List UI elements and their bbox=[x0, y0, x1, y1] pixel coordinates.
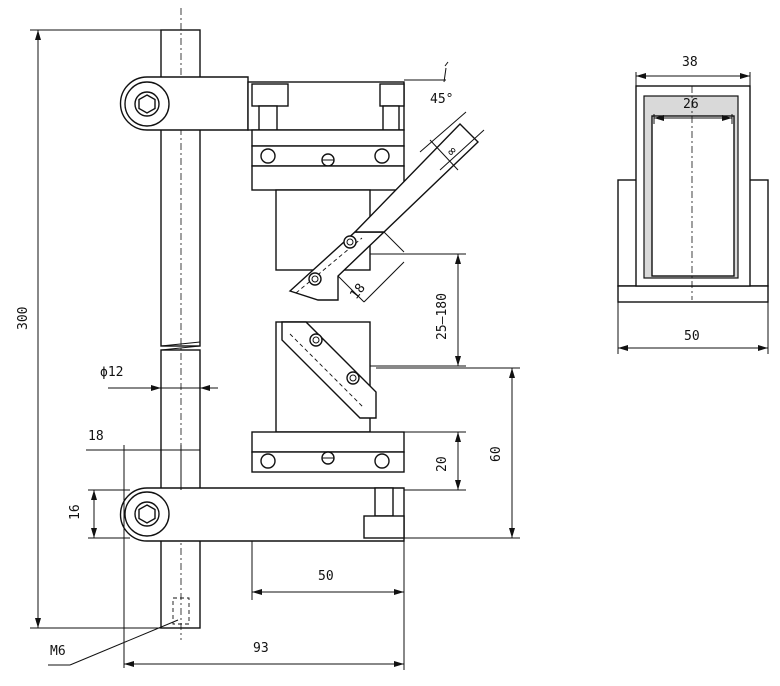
dim-phi12 bbox=[108, 385, 218, 391]
label-26: 26 bbox=[683, 97, 699, 112]
dim-300 bbox=[30, 29, 161, 629]
dim-50-side bbox=[617, 302, 769, 354]
dim-25-180 bbox=[370, 253, 466, 367]
label-20: 20 bbox=[435, 456, 450, 472]
bottom-clamp-arm bbox=[119, 487, 405, 542]
dim-50-bottom bbox=[251, 541, 404, 600]
dim-45-angle bbox=[404, 61, 449, 83]
dim-16 bbox=[88, 489, 130, 539]
top-clamp-arm bbox=[119, 76, 249, 131]
label-45-degree: 45° bbox=[430, 92, 453, 107]
label-38: 38 bbox=[682, 55, 698, 70]
lower-jaw-block bbox=[275, 321, 377, 433]
label-60: 60 bbox=[489, 446, 504, 462]
label-16: 16 bbox=[68, 504, 83, 520]
dim-60 bbox=[376, 367, 520, 539]
label-18-diagonal: 18 bbox=[347, 281, 368, 303]
label-300: 300 bbox=[16, 307, 31, 330]
dim-38 bbox=[635, 72, 751, 86]
bottom-fixture-block bbox=[251, 431, 405, 539]
label-50-side: 50 bbox=[684, 329, 700, 344]
dim-18-left bbox=[86, 445, 200, 668]
label-93: 93 bbox=[253, 641, 269, 656]
dim-26 bbox=[653, 114, 733, 124]
label-18-left: 18 bbox=[88, 429, 104, 444]
dim-20 bbox=[404, 431, 466, 491]
side-view bbox=[617, 85, 769, 303]
label-50-bottom: 50 bbox=[318, 569, 334, 584]
dim-93 bbox=[124, 541, 405, 670]
top-fixture-block bbox=[247, 81, 405, 271]
label-phi12: ϕ12 bbox=[100, 365, 123, 380]
m6-thread-hole bbox=[172, 597, 190, 625]
dim-m6-leader bbox=[48, 619, 179, 666]
dim-infinity-angle bbox=[419, 111, 485, 171]
label-25-180: 25–180 bbox=[435, 293, 450, 340]
diagonal-slider-arm bbox=[337, 123, 480, 303]
label-m6: M6 bbox=[50, 644, 66, 659]
